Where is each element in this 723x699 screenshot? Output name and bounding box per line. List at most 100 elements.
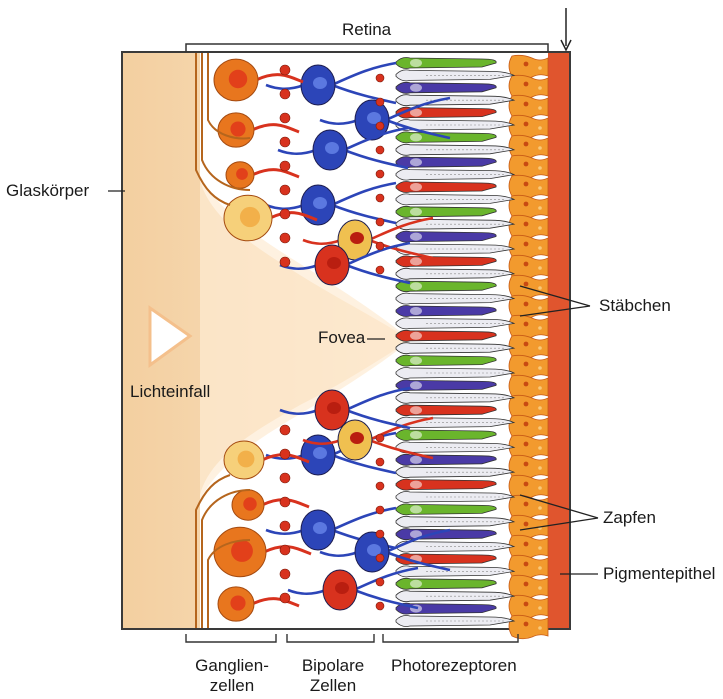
pigment-granule (524, 282, 529, 287)
synapse-dot (376, 434, 384, 442)
cone-nucleus (410, 282, 422, 290)
pigment-granule (538, 106, 542, 110)
cone-nucleus (410, 332, 422, 340)
pigment-granule (524, 542, 529, 547)
ganglion-nucleus (230, 121, 245, 136)
retina-bracket (186, 44, 548, 52)
bipolar-nucleus (313, 77, 327, 89)
synapse-dot (376, 98, 384, 106)
pigment-granule (538, 326, 542, 330)
synapse-dot (280, 161, 290, 171)
bipolar-nucleus (335, 582, 349, 594)
pigment-granule (538, 406, 542, 410)
pigment-granule (538, 386, 542, 390)
synapse-dot (376, 170, 384, 178)
synapse-dot (376, 506, 384, 514)
ganglion-nucleus (231, 540, 253, 562)
pigment-granule (524, 222, 529, 227)
bipolar-label-line1: Bipolare (290, 656, 376, 676)
pigment-granule (524, 442, 529, 447)
bipolar-nucleus (350, 432, 364, 444)
pigment-granule (524, 202, 529, 207)
ganglion-nucleus (236, 168, 248, 180)
bipolar-label-line2: Zellen (290, 676, 376, 696)
lichteinfall-label: Lichteinfall (130, 382, 210, 402)
synapse-dot (280, 569, 290, 579)
bipolar-nucleus (313, 447, 327, 459)
synapse-dot (280, 185, 290, 195)
synapse-dot (376, 530, 384, 538)
pigment-granule (524, 482, 529, 487)
synapse-dot (280, 521, 290, 531)
glaskoerper-label: Glaskörper (6, 181, 89, 201)
synapse-dot (280, 233, 290, 243)
pigment-granule (524, 562, 529, 567)
ganglion-label: Ganglien- zellen (188, 656, 276, 695)
pigment-granule (524, 82, 529, 87)
pigment-granule (538, 286, 542, 290)
pigment-granule (524, 462, 529, 467)
pigment-granule (524, 122, 529, 127)
bipolar-bracket (287, 634, 374, 642)
pigment-granule (524, 142, 529, 147)
synapse-dot (376, 74, 384, 82)
ganglion-label-line2: zellen (188, 676, 276, 696)
ganglion-nucleus (240, 207, 260, 227)
photoreceptor-bracket (383, 634, 518, 642)
ganglion-nucleus (243, 497, 256, 510)
pigment-granule (538, 126, 542, 130)
pigment-granule (524, 422, 529, 427)
pigment-granule (524, 162, 529, 167)
bipolar-label: Bipolare Zellen (290, 656, 376, 695)
cone-nucleus (410, 133, 422, 141)
pigment-granule (538, 86, 542, 90)
pigment-granule (538, 346, 542, 350)
pigment-granule (538, 166, 542, 170)
pigment-granule (524, 502, 529, 507)
bottom-brackets (186, 634, 518, 642)
cone-nucleus (410, 208, 422, 216)
pigment-granule (538, 306, 542, 310)
synapse-dot (280, 497, 290, 507)
synapse-dot (280, 209, 290, 219)
pigment-granule (524, 102, 529, 107)
synapse-dot (376, 554, 384, 562)
synapse-dot (280, 593, 290, 603)
pigment-granule (538, 586, 542, 590)
synapse-dot (376, 602, 384, 610)
cone-nucleus (410, 431, 422, 439)
pigment-granule (524, 262, 529, 267)
pigment-granule (524, 362, 529, 367)
bipolar-nucleus (313, 197, 327, 209)
pigment-granule (524, 242, 529, 247)
synapse-dot (376, 146, 384, 154)
cone-nucleus (410, 456, 422, 464)
staebchen-label: Stäbchen (599, 296, 671, 316)
synapse-dot (280, 257, 290, 267)
pigment-granule (538, 446, 542, 450)
pigment-granule (524, 522, 529, 527)
pigment-granule (538, 546, 542, 550)
pigment-granule (524, 382, 529, 387)
bipolar-nucleus (327, 257, 341, 269)
retina-label: Retina (342, 20, 391, 40)
synapse-dot (376, 458, 384, 466)
pigment-granule (538, 426, 542, 430)
synapse-dot (376, 194, 384, 202)
cone-nucleus (410, 357, 422, 365)
cone-nucleus (410, 84, 422, 92)
pigment-granule (538, 146, 542, 150)
synapse-dot (280, 89, 290, 99)
cone-nucleus (410, 481, 422, 489)
pigment-granule (524, 322, 529, 327)
synapse-dot (280, 137, 290, 147)
pigment-granule (524, 402, 529, 407)
pigment-granule (538, 466, 542, 470)
pigment-granule (538, 206, 542, 210)
zapfen-label: Zapfen (603, 508, 656, 528)
cone-nucleus (410, 183, 422, 191)
bipolar-nucleus (313, 522, 327, 534)
bipolar-nucleus (350, 232, 364, 244)
